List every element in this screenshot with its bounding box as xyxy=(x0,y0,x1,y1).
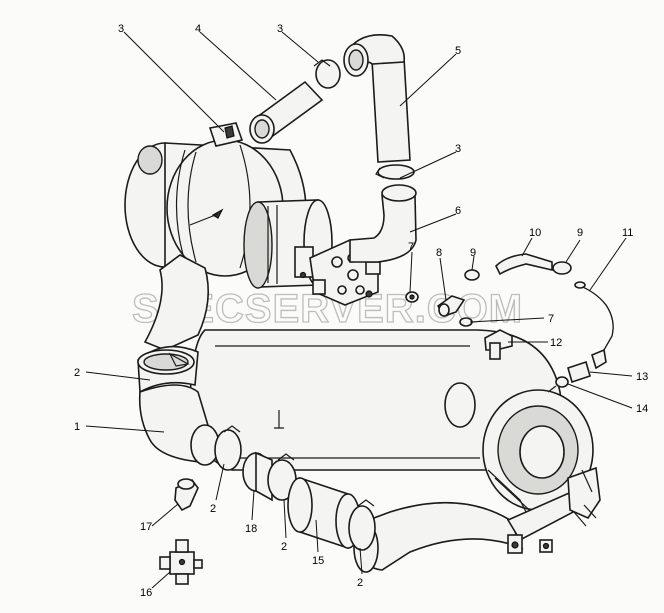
filter-housing xyxy=(243,199,333,289)
muffler-end-cap xyxy=(482,389,594,521)
callout-2-c: 2 xyxy=(357,577,363,589)
callout-18: 17 xyxy=(140,521,152,533)
callout-9-left: 9 xyxy=(470,247,476,259)
callout-17: 16 xyxy=(140,587,152,599)
callout-2-left: 2 xyxy=(74,367,80,379)
callout-16: 18 xyxy=(245,523,257,535)
callout-2-a: 2 xyxy=(210,503,216,515)
callout-10: 10 xyxy=(529,227,541,239)
item-11-line xyxy=(574,281,614,370)
callout-3-mid: 3 xyxy=(455,143,461,155)
item-18-elbow xyxy=(174,478,199,512)
callout-13: 13 xyxy=(636,371,648,383)
callout-12: 12 xyxy=(550,337,562,349)
callout-2-b: 2 xyxy=(281,541,287,553)
callout-14: 14 xyxy=(636,403,648,415)
item-6-elbow xyxy=(349,184,417,263)
callout-3-top: 3 xyxy=(277,23,283,35)
item-4-hose xyxy=(249,80,324,144)
callout-8: 8 xyxy=(436,247,442,259)
callout-4: 4 xyxy=(195,23,201,35)
item-3-clamp-top xyxy=(313,59,341,89)
item-5-pipe xyxy=(343,34,411,163)
callout-7-lower: 7 xyxy=(548,313,554,325)
callout-15: 15 xyxy=(312,555,324,567)
callout-7-upper: 7 xyxy=(408,241,414,253)
small-fittings xyxy=(405,253,572,360)
bracket-assembly xyxy=(506,466,601,554)
hose-chain xyxy=(214,425,376,551)
item-1-pipe xyxy=(138,384,220,466)
callout-labels: 3 4 3 5 3 6 7 8 9 10 9 11 7 12 13 14 2 1… xyxy=(74,23,648,599)
item-17-tee xyxy=(159,539,203,585)
items-13-14-fittings xyxy=(547,360,591,393)
callout-1: 1 xyxy=(74,421,80,433)
callout-5: 5 xyxy=(455,45,461,57)
callout-6: 6 xyxy=(455,205,461,217)
callout-11: 11 xyxy=(622,227,633,239)
callout-9-right: 9 xyxy=(577,227,583,239)
leader-lines xyxy=(85,31,633,589)
callout-3-left: 3 xyxy=(118,23,124,35)
intake-elbow xyxy=(137,254,210,394)
rear-pipe xyxy=(353,501,524,573)
item-3-clamp-mid xyxy=(375,164,415,180)
